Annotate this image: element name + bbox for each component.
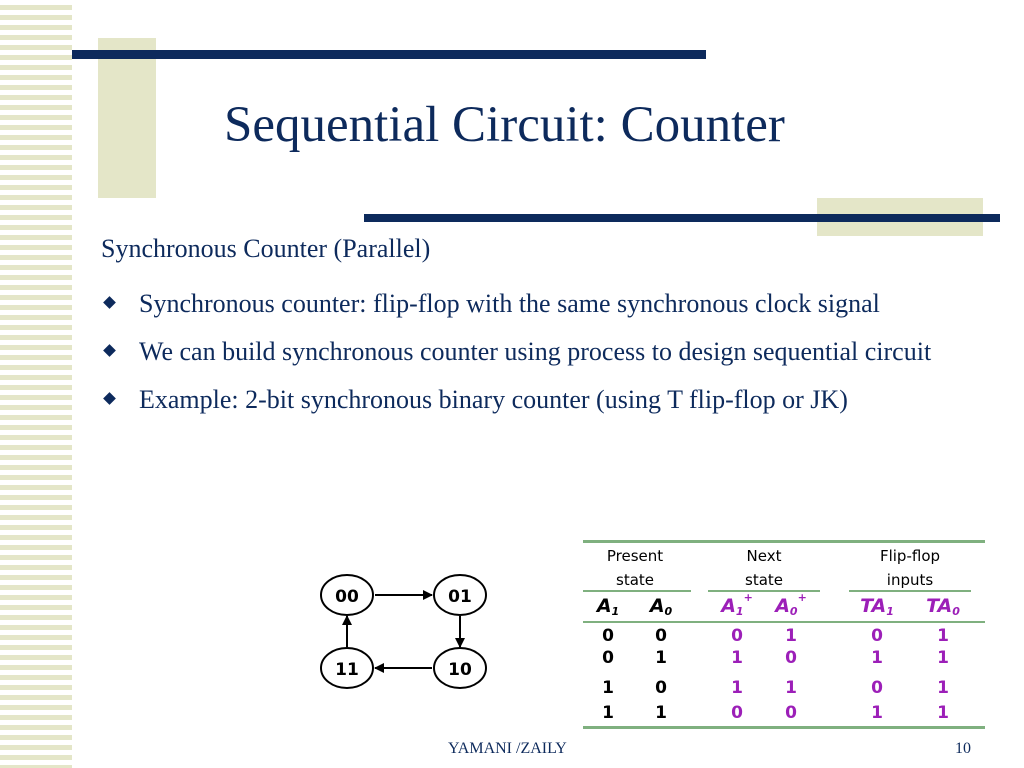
table-cell: 1: [785, 626, 797, 646]
diamond-bullet-icon: [103, 392, 116, 405]
state-label: 01: [448, 587, 472, 607]
state-node-10: 10: [433, 647, 487, 689]
bullet-text: Synchronous counter: flip-flop with the …: [139, 289, 880, 318]
column-header: A0: [648, 595, 673, 618]
table-cell: 0: [602, 648, 614, 668]
table-cell: 0: [871, 678, 883, 698]
decorative-box-top-left: [98, 38, 156, 198]
group-header-rule: [849, 590, 971, 592]
table-cell: 1: [731, 678, 743, 698]
column-header: TA1: [860, 595, 894, 618]
table-cell: 0: [655, 678, 667, 698]
header-bottom-rule: [583, 621, 985, 623]
table-cell: 1: [871, 648, 883, 668]
bullet-text: We can build synchronous counter using p…: [139, 337, 932, 366]
table-cell: 1: [655, 703, 667, 723]
diamond-bullet-icon: [103, 344, 116, 357]
group-header-rule: [708, 590, 820, 592]
table-cell: 0: [785, 703, 797, 723]
decorative-line-bottom: [364, 214, 1000, 222]
table-top-rule: [583, 540, 985, 543]
table-cell: 0: [731, 703, 743, 723]
table-cell: 1: [655, 648, 667, 668]
state-node-01: 01: [433, 574, 487, 616]
bullet-item: Synchronous counter: flip-flop with the …: [101, 283, 961, 325]
table-cell: 1: [937, 678, 949, 698]
state-label: 11: [335, 660, 359, 680]
table-bottom-rule: [583, 726, 985, 729]
column-header: A1: [595, 595, 619, 618]
bullet-item: Example: 2-bit synchronous binary counte…: [101, 379, 961, 421]
table-cell: 1: [602, 678, 614, 698]
table-cell: 0: [871, 626, 883, 646]
table-cell: 1: [937, 648, 949, 668]
slide-title: Sequential Circuit: Counter: [224, 97, 785, 153]
table-cell: 0: [602, 626, 614, 646]
table-cell: 0: [731, 626, 743, 646]
bullet-item: We can build synchronous counter using p…: [101, 331, 961, 373]
table-cell: 1: [871, 703, 883, 723]
table-cell: 1: [937, 703, 949, 723]
bullet-text: Example: 2-bit synchronous binary counte…: [139, 385, 848, 414]
page-number: 10: [955, 740, 971, 757]
table-cell: 0: [785, 648, 797, 668]
table-cell: 1: [731, 648, 743, 668]
table-cell: 1: [785, 678, 797, 698]
slide-subheading: Synchronous Counter (Parallel): [101, 234, 431, 263]
state-label: 10: [448, 660, 472, 680]
state-node-11: 11: [320, 647, 374, 689]
diamond-bullet-icon: [103, 296, 116, 309]
table-cell: 1: [602, 703, 614, 723]
table-cell: 1: [937, 626, 949, 646]
column-header: A0+: [773, 591, 807, 618]
decorative-line-top: [72, 50, 706, 59]
footer-author: YAMANI /ZAILY: [448, 740, 567, 757]
state-node-00: 00: [320, 574, 374, 616]
column-header: TA0: [926, 595, 960, 618]
group-header-rule: [583, 590, 691, 592]
state-diagram: 00 01 10 11: [320, 574, 487, 689]
column-header: A1+: [719, 591, 753, 618]
table-cell: 0: [655, 626, 667, 646]
decorative-stripes: [0, 0, 72, 768]
state-label: 00: [335, 587, 359, 607]
bullet-list: Synchronous counter: flip-flop with the …: [101, 283, 961, 427]
